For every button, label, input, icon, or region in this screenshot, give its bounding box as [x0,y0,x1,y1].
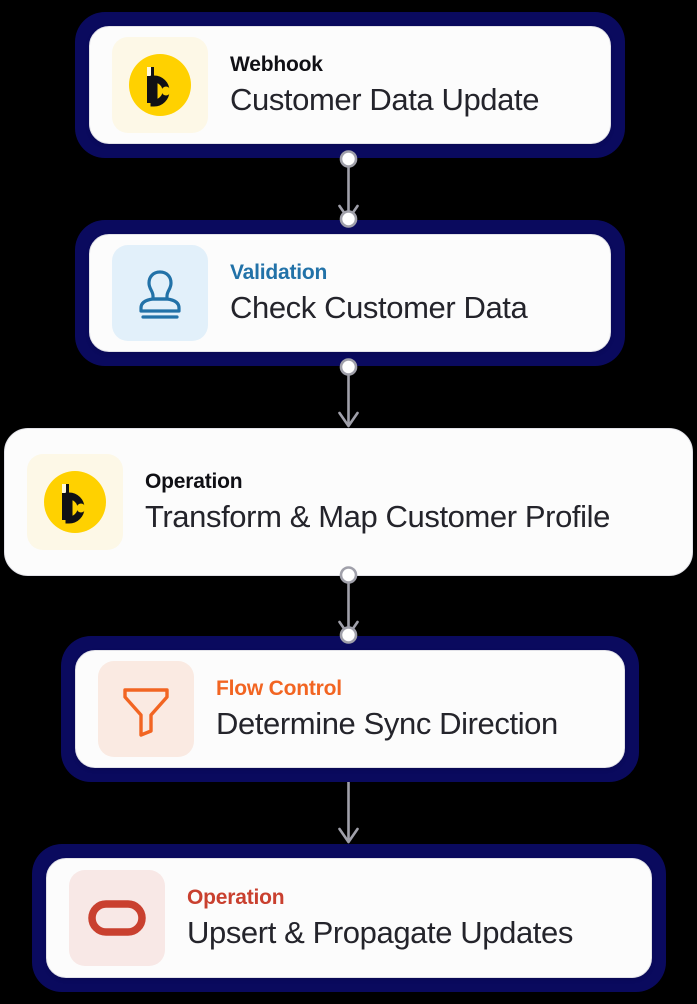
flow-connector [0,358,697,428]
node-kind-label: Operation [145,470,243,494]
node-icon-tile [98,661,194,757]
node-kind-label: Webhook [230,53,323,77]
node-kind-label: Validation [230,261,328,285]
node-title-label: Transform & Map Customer Profile [145,498,610,534]
node-icon-tile [112,245,208,341]
oracle-icon [88,900,146,936]
boomi-b-icon [129,54,191,116]
node-icon-tile [69,870,165,966]
funnel-icon [123,688,169,737]
node-title-label: Determine Sync Direction [216,705,558,741]
node-title-label: Check Customer Data [230,289,528,325]
node-title-label: Customer Data Update [230,81,540,117]
flow-connector [0,150,697,228]
flow-connector [0,566,697,644]
node-icon-tile [112,37,208,133]
boomi-b-icon [44,471,106,533]
flow-connector [0,782,697,844]
node-kind-label: Operation [187,886,285,910]
node-icon-tile [27,454,123,550]
node-title-label: Upsert & Propagate Updates [187,914,573,950]
node-kind-label: Flow Control [216,677,342,701]
rubber-stamp-icon [139,270,181,319]
